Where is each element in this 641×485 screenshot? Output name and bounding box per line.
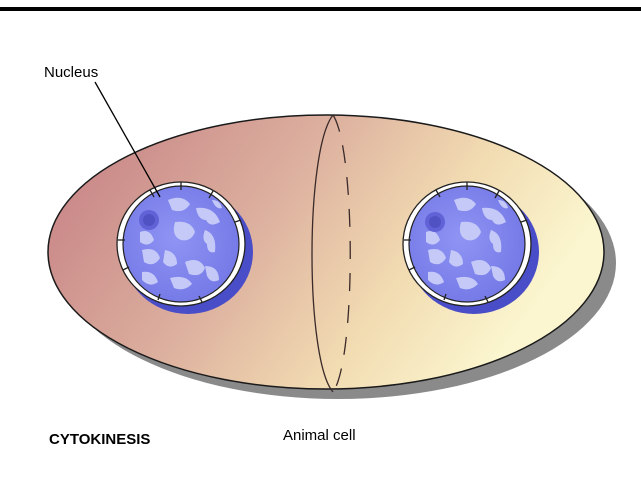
stage-label: CYTOKINESIS	[49, 431, 150, 448]
nucleus-label: Nucleus	[44, 64, 98, 81]
cell-type-label: Animal cell	[283, 427, 356, 444]
